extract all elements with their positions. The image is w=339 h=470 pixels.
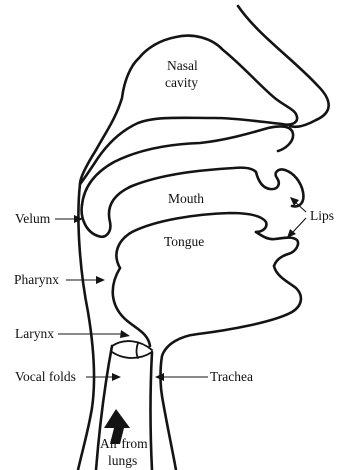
air-from-lungs-label-line2: lungs	[108, 453, 137, 468]
pharynx-label: Pharynx	[14, 272, 59, 287]
air-from-lungs-label-line1: Air from	[100, 436, 148, 451]
velum-label: Velum	[15, 211, 51, 226]
mouth-label: Mouth	[168, 191, 204, 206]
face-profile-upper	[238, 6, 329, 127]
larynx-pointer-head	[120, 330, 130, 338]
trachea-left-wall	[96, 346, 112, 470]
pharynx-pointer-head	[96, 276, 105, 284]
trachea-label: Trachea	[210, 369, 253, 384]
larynx-label: Larynx	[15, 326, 54, 341]
trachea-right-wall	[151, 352, 153, 470]
vocal-fold-upper	[112, 341, 152, 350]
lips-label: Lips	[310, 208, 334, 223]
vocal-folds-label: Vocal folds	[15, 369, 76, 384]
nasal-cavity-label-line1: Nasal	[167, 58, 198, 73]
nasal-cavity-label-line2: cavity	[165, 75, 198, 90]
vocal-folds-pointer-head	[112, 373, 121, 381]
chin-throat-profile	[161, 266, 301, 470]
vocal-fold-edge	[137, 343, 139, 358]
lower-lip-outline	[256, 232, 298, 266]
vocal-fold-lower	[112, 352, 152, 358]
tongue-label: Tongue	[164, 234, 204, 249]
lips-lower-pointer-line	[292, 218, 306, 233]
